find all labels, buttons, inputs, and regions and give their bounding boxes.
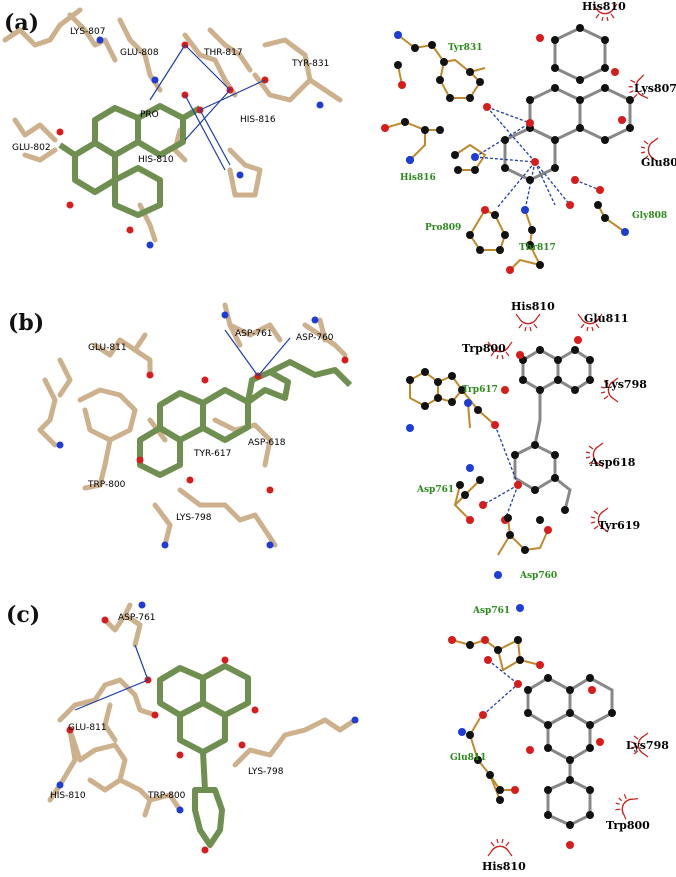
- panel-a-residue-green: Pro809: [425, 223, 461, 233]
- panel-a-ligplot: Tyr831 His816 Pro809 Thr817 Gly808 His81…: [381, 0, 676, 274]
- panel-a-residue-green: Gly808: [632, 211, 667, 221]
- panel-a-residue-black: His810: [582, 0, 626, 13]
- panel-a-3d-label: HIS-810: [138, 155, 174, 165]
- panel-a-3d-label: LYS-807: [70, 27, 105, 37]
- panel-a-3d-protein: [2, 7, 343, 243]
- panel-b-residue-black: His810: [511, 300, 555, 313]
- panel-b-residue-black: Asp618: [589, 456, 636, 469]
- panel-b-3d-label: ASP-618: [248, 438, 286, 448]
- panel-c-residue-green: Glu811: [450, 753, 486, 763]
- panel-b-residue-black: Tyr619: [598, 519, 640, 532]
- panel-a-residue-black: Lys807: [634, 82, 676, 95]
- panel-c-3d-label: ASP-761: [118, 613, 156, 623]
- panel-a-residue-green: Tyr831: [448, 43, 482, 53]
- panel-c-3d-atoms: [56, 601, 359, 854]
- panel-c-residue-black: His810: [482, 860, 526, 873]
- panel-c: (c): [6, 601, 669, 873]
- panel-b-residue-green: Asp760: [519, 571, 557, 581]
- panel-c-residue-green: Asp761: [472, 606, 510, 616]
- panel-a-residue-green: Thr817: [519, 243, 556, 253]
- panel-b-3d-label: TRP-800: [87, 480, 126, 490]
- panel-b-residue-green: Trp617: [462, 385, 498, 395]
- panel-b-hydrophobic-arcs: [487, 313, 619, 533]
- panel-a-3d-label: HIS-816: [240, 115, 276, 125]
- panel-c-letter: (c): [6, 602, 40, 628]
- panel-c-3d-label: HIS-810: [50, 791, 86, 801]
- panel-a-3d-ligand: [58, 103, 202, 218]
- panel-a-3d-label: GLU-808: [120, 48, 159, 58]
- panel-b-3d-label: ASP-760: [296, 333, 334, 343]
- panel-c-3d-label: LYS-798: [248, 767, 284, 777]
- panel-b-letter: (b): [8, 310, 44, 336]
- panel-c-3d-hbonds: [74, 644, 149, 711]
- panel-a-3d-hbonds: [149, 44, 266, 171]
- panel-a-3d-label: PRO: [140, 110, 159, 120]
- panel-c-3d-protein: [47, 602, 358, 818]
- panel-a-ligplot-hbonds: [474, 106, 601, 211]
- panel-b-residue-black: Lys798: [604, 378, 647, 391]
- panel-b-residue-black: Glu811: [584, 312, 629, 325]
- panel-c-ligplot-atoms: [448, 604, 616, 849]
- panel-a-3d-label: GLU-802: [12, 143, 51, 153]
- panel-c-residue-black: Trp800: [606, 819, 650, 832]
- panel-a-3d-label: THR-817: [203, 48, 243, 58]
- panel-c-ligplot-hbonds: [482, 659, 519, 716]
- panel-b-3d-hbonds: [224, 329, 291, 377]
- panel-b-3d-label: LYS-798: [176, 513, 212, 523]
- panel-c-residue-black: Lys798: [626, 739, 669, 752]
- panel-b-ligplot-atoms: [406, 336, 594, 579]
- panel-c-3d-label: TRP-800: [147, 791, 186, 801]
- panel-b-residue-black: Trp800: [462, 342, 506, 355]
- panel-b-3d-label: ASP-761: [235, 329, 273, 339]
- panel-b: (b): [8, 300, 647, 581]
- panel-b-residue-green: Asp761: [416, 485, 454, 495]
- panel-c-hydrophobic-arcs: [487, 732, 649, 857]
- panel-c-ligplot: Asp761 Glu811 Lys798 Trp800 His810: [448, 604, 669, 873]
- panel-a-ligplot-atoms: [381, 24, 634, 274]
- panel-a-residue-green: His816: [400, 173, 436, 183]
- panel-b-3d-protein: [37, 302, 348, 548]
- panel-b-ligplot-hbonds: [482, 424, 519, 521]
- panel-b-ligplot: Trp617 Asp761 Asp760 His810 Glu811 Trp80…: [406, 300, 647, 581]
- panel-b-3d-ligand: [137, 359, 353, 478]
- panel-a-residue-black: Glu802: [641, 156, 676, 169]
- panel-b-3d-label: GLU-811: [88, 343, 127, 353]
- panel-b-3d-label: TYR-617: [193, 449, 231, 459]
- panel-c-3d-ligand: [157, 663, 251, 848]
- panel-a: (a): [2, 0, 676, 274]
- panel-c-3d-label: GLU-811: [68, 723, 107, 733]
- panel-a-3d-label: TYR-831: [291, 59, 329, 69]
